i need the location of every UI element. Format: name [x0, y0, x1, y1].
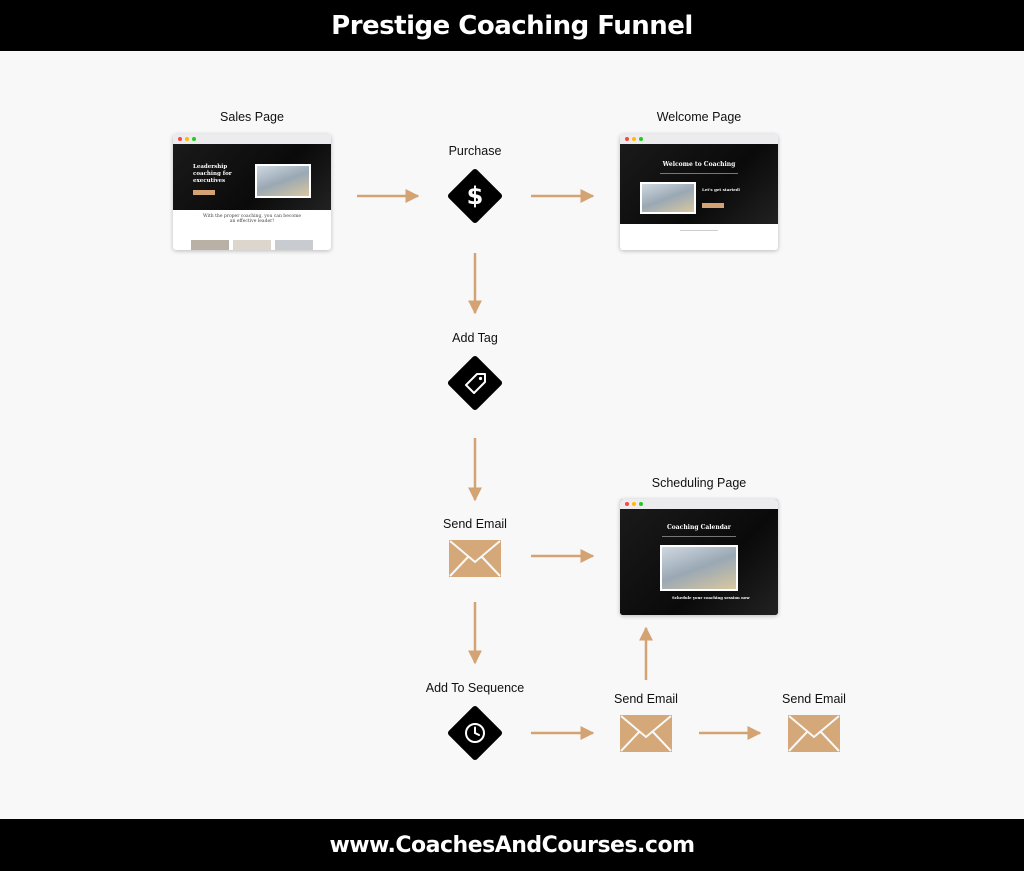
- scheduling-page-label: Scheduling Page: [651, 476, 747, 490]
- dollar-icon: $: [447, 168, 503, 224]
- purchase-label: Purchase: [448, 144, 502, 158]
- sales-thumb-title: Leadership coaching for executives: [193, 164, 232, 184]
- welcome-page-label: Welcome Page: [656, 110, 742, 124]
- welcome-thumb-subtitle: Let's get started!: [702, 187, 741, 192]
- send-email-3-label: Send Email: [782, 692, 846, 706]
- tag-icon: [447, 355, 503, 411]
- add-to-sequence-label: Add To Sequence: [425, 681, 525, 695]
- send-email-2-label: Send Email: [614, 692, 678, 706]
- sales-page-thumbnail[interactable]: Leadership coaching for executives With …: [173, 134, 331, 250]
- envelope-icon: [788, 715, 840, 752]
- sales-page-label: Sales Page: [220, 110, 284, 124]
- scheduling-thumb-subtitle: Schedule your coaching session now: [672, 595, 750, 600]
- scheduling-thumb-title: Coaching Calendar: [667, 524, 731, 531]
- welcome-thumb-title: Welcome to Coaching: [662, 161, 736, 168]
- welcome-page-thumbnail[interactable]: Welcome to Coaching Let's get started!: [620, 134, 778, 250]
- header-title: Prestige Coaching Funnel: [0, 0, 1024, 51]
- scheduling-page-thumbnail[interactable]: Coaching Calendar Schedule your coaching…: [620, 499, 778, 615]
- envelope-icon: [620, 715, 672, 752]
- svg-text:$: $: [467, 182, 484, 210]
- clock-icon: [447, 705, 503, 761]
- sales-thumb-subtitle: With the proper coaching, you can become…: [203, 214, 302, 224]
- send-email-1-label: Send Email: [443, 517, 507, 531]
- add-tag-label: Add Tag: [452, 331, 498, 345]
- envelope-icon: [449, 540, 501, 577]
- footer-url[interactable]: www.CoachesAndCourses.com: [0, 819, 1024, 871]
